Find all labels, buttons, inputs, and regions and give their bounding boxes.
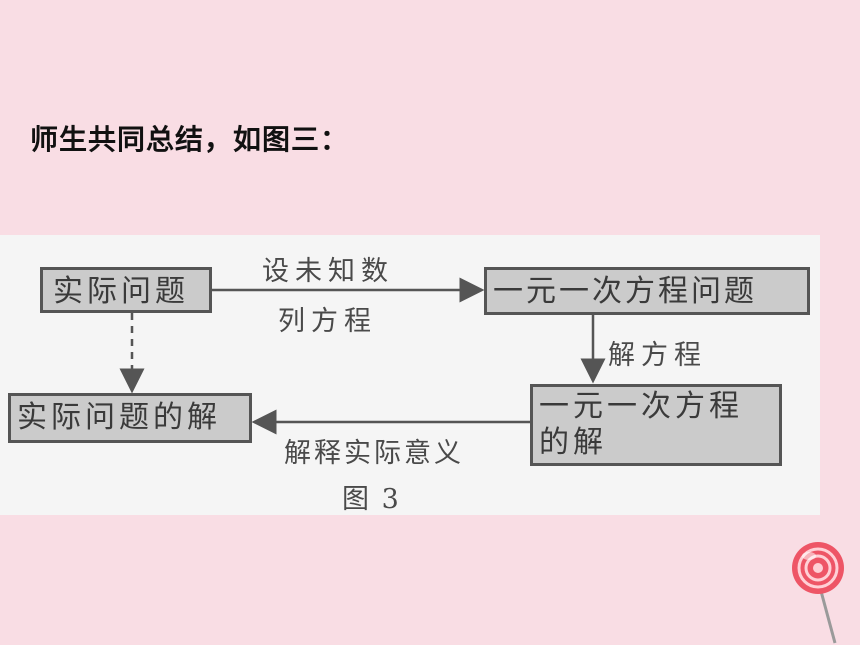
- node-linear-equation-solution-line1: 一元一次方程: [539, 389, 743, 424]
- label-setup-line2: 列方程: [278, 306, 377, 337]
- node-linear-equation-solution-line2: 的解: [539, 425, 607, 460]
- node-actual-problem-solution: 实际问题的解: [8, 393, 252, 443]
- node-linear-equation-solution: 一元一次方程 的解: [530, 384, 782, 466]
- lollipop-icon: [792, 542, 844, 644]
- node-linear-equation-problem: 一元一次方程问题: [484, 267, 810, 315]
- node-actual-problem: 实际问题: [40, 267, 212, 313]
- figure-caption: 图 3: [342, 484, 401, 515]
- node-actual-problem-solution-text: 实际问题的解: [17, 400, 221, 435]
- flowchart-arrows: [119, 277, 606, 435]
- node-linear-equation-problem-text: 一元一次方程问题: [493, 274, 757, 309]
- label-setup-line1: 设未知数: [262, 256, 394, 287]
- page-heading: 师生共同总结，如图三：: [30, 123, 350, 156]
- label-solve: 解方程: [608, 340, 707, 371]
- label-interpret: 解释实际意义: [284, 438, 464, 469]
- flowchart-panel: 实际问题 一元一次方程问题 一元一次方程 的解 实际问题的解 设未知数 列方程 …: [0, 235, 820, 515]
- node-actual-problem-text: 实际问题: [53, 274, 189, 309]
